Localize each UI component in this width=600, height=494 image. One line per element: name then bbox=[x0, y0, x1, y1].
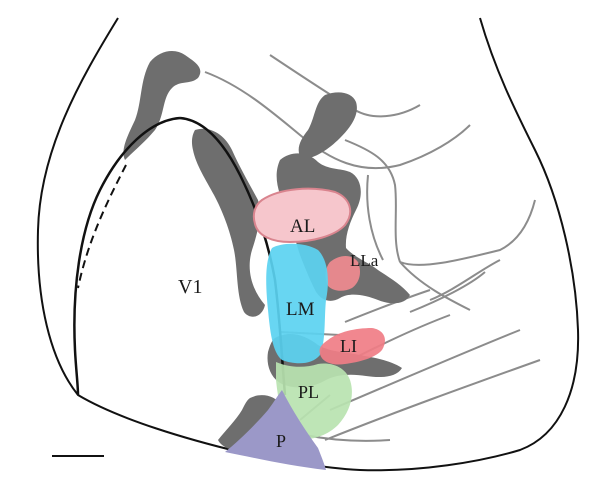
dark-patch-ridge bbox=[191, 128, 265, 317]
label-lm: LM bbox=[286, 299, 315, 320]
area-lla-shape bbox=[325, 256, 360, 291]
dark-patch-upper-right bbox=[298, 92, 357, 160]
label-lla: LLa bbox=[350, 251, 379, 270]
area-li-shape bbox=[319, 328, 385, 365]
label-v1: V1 bbox=[178, 276, 202, 298]
label-al: AL bbox=[290, 216, 315, 237]
area-border-lines bbox=[204, 54, 541, 442]
area-lm-shape bbox=[266, 243, 328, 364]
label-pl: PL bbox=[298, 382, 319, 402]
dashed-arc bbox=[77, 164, 127, 289]
cortex-outline bbox=[36, 17, 580, 472]
area-p-shape bbox=[225, 390, 326, 470]
label-p: P bbox=[276, 431, 286, 451]
v1-boundary bbox=[73, 116, 287, 396]
area-al-shape bbox=[252, 187, 352, 244]
dark-patch-upper-left bbox=[123, 50, 201, 161]
label-li: LI bbox=[340, 336, 357, 356]
